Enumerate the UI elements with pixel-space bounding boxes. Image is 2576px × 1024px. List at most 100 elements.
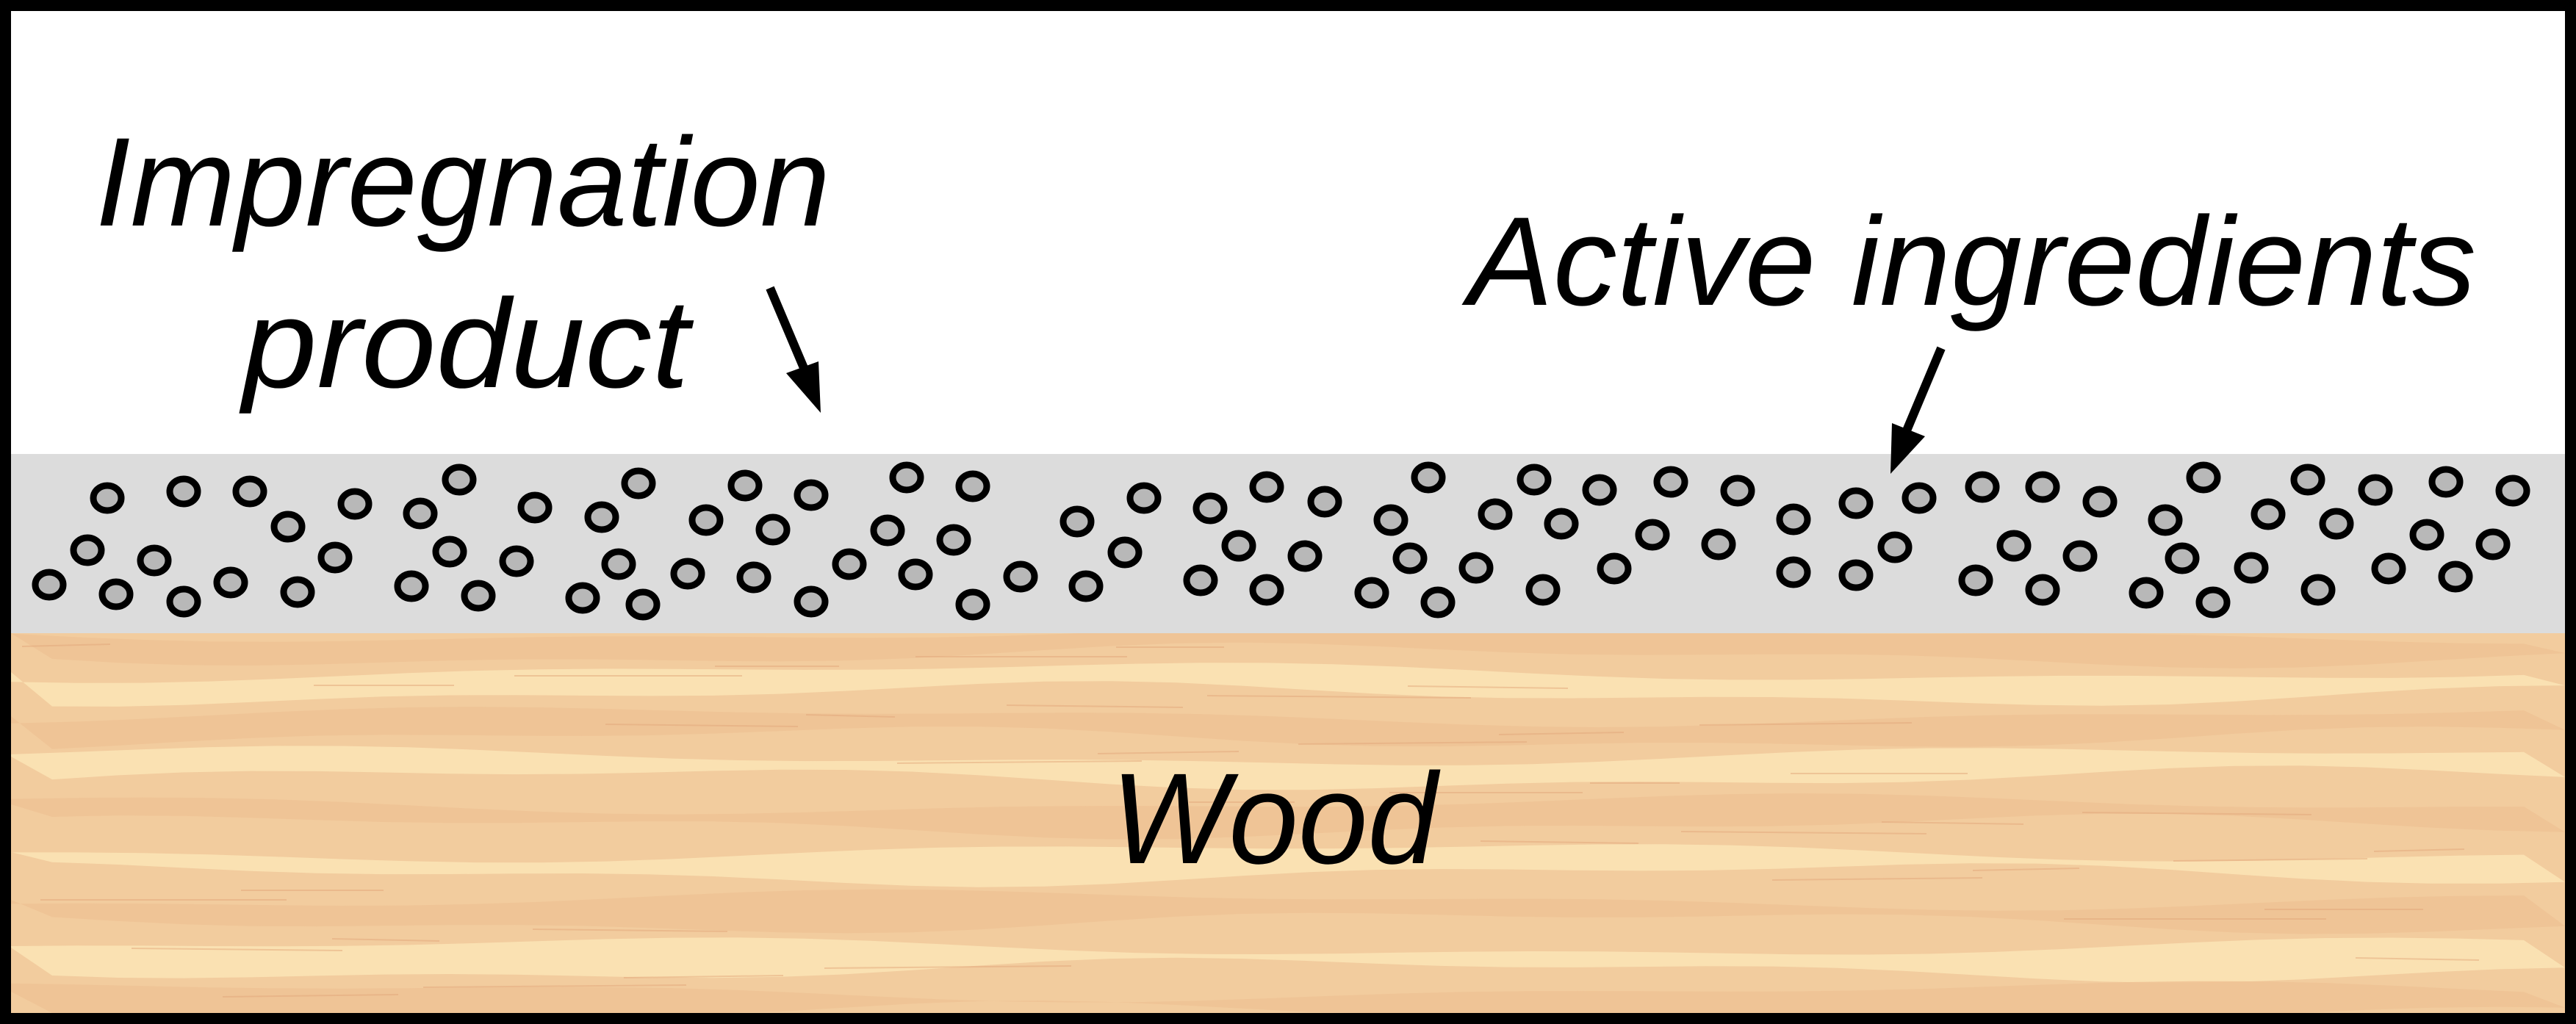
active-ingredient-particle xyxy=(2475,528,2511,560)
wood-grain-streak xyxy=(1206,695,1472,699)
active-ingredient-particle xyxy=(461,580,496,612)
active-ingredient-particle xyxy=(2234,552,2269,584)
active-ingredient-particle xyxy=(794,585,829,618)
active-ingredient-particle xyxy=(1287,540,1323,572)
wood-grain-streak xyxy=(623,975,784,978)
active-ingredient-particle xyxy=(2300,574,2336,606)
wood-grain-streak xyxy=(131,948,343,951)
arrow-head-icon xyxy=(1890,423,1925,474)
wood-grain-streak xyxy=(1407,685,1569,689)
wood-grain-lines xyxy=(21,643,2480,998)
active-ingredient-particle xyxy=(2358,474,2393,506)
wood-grain-band xyxy=(11,889,2565,934)
active-ingredient-particle xyxy=(755,513,791,546)
arrow-shaft xyxy=(766,286,813,381)
wood-grain-band xyxy=(11,793,2565,840)
active-ingredient-particle xyxy=(2025,574,2060,606)
active-ingredient-particle xyxy=(2371,552,2406,585)
wood-grain-streak xyxy=(21,643,111,647)
active-ingredient-particle xyxy=(2129,577,2164,609)
wood-grain-streak xyxy=(805,714,896,718)
wood-grain-streak xyxy=(1298,741,1528,745)
active-ingredient-particle xyxy=(232,475,267,508)
active-ingredient-particles xyxy=(32,461,2530,621)
active-ingredient-particle xyxy=(1307,486,1342,518)
active-ingredient-particle xyxy=(1003,560,1038,593)
active-ingredient-particle xyxy=(1126,482,1162,514)
active-ingredient-particle xyxy=(1958,564,1993,596)
active-ingredient-particle xyxy=(1838,487,1874,519)
wood-grain-streak xyxy=(532,929,728,932)
active-ingredients-label: Active ingredients xyxy=(1461,191,2476,332)
wood-layer xyxy=(11,622,2565,1013)
wood-grain-streak xyxy=(896,760,1143,764)
active-ingredient-particle xyxy=(1776,556,1811,588)
active-ingredient-particle xyxy=(832,548,867,580)
arrow-shaft xyxy=(1899,346,1946,441)
active-ingredient-particle xyxy=(1458,552,1494,584)
active-ingredient-particle xyxy=(625,588,661,621)
active-ingredient-particle xyxy=(1635,519,1670,551)
active-ingredient-particle xyxy=(2495,475,2530,507)
active-ingredient-particle xyxy=(1653,466,1688,498)
wood-grain-band xyxy=(11,746,2565,790)
active-ingredient-particle xyxy=(1059,505,1095,538)
active-ingredient-particle xyxy=(394,570,429,602)
wood-grain-streak xyxy=(1498,732,1625,735)
active-ingredient-particle xyxy=(432,536,467,568)
wood-grain-streak xyxy=(2082,812,2312,815)
active-ingredient-particle xyxy=(794,479,829,511)
wood-grain-streak xyxy=(1881,821,2024,825)
wood-grain-streak xyxy=(422,984,687,988)
active-ingredient-particle xyxy=(601,548,636,580)
active-ingredient-particle xyxy=(736,561,771,594)
active-ingredient-particle xyxy=(1965,471,2000,503)
arrow-impregnation-product xyxy=(766,286,821,413)
active-ingredient-particle xyxy=(727,469,763,502)
wood-grain-streak xyxy=(605,724,799,727)
active-ingredient-particle xyxy=(621,467,656,500)
active-ingredient-particle xyxy=(955,470,990,502)
active-ingredient-particle xyxy=(2165,542,2200,574)
active-ingredient-particle xyxy=(688,504,724,536)
active-ingredient-particle xyxy=(280,576,315,608)
active-ingredient-particle xyxy=(2251,498,2286,530)
active-ingredient-particle xyxy=(1192,492,1228,524)
wood-grain-streak xyxy=(1699,722,1913,726)
wood-grain-streak xyxy=(2373,848,2465,852)
active-ingredient-particle xyxy=(137,544,172,577)
active-ingredient-particle xyxy=(1525,574,1561,606)
wood-grain-streak xyxy=(1972,868,2080,871)
active-ingredient-particle xyxy=(1249,471,1284,503)
active-ingredient-particle xyxy=(499,545,534,577)
active-ingredient-particle xyxy=(1582,474,1617,506)
wood-grain-band xyxy=(11,844,2565,887)
wood-grain-streak xyxy=(1480,840,1639,844)
active-ingredient-particle xyxy=(90,482,125,514)
active-ingredient-particle xyxy=(2290,464,2325,496)
active-ingredient-particle xyxy=(1183,564,1218,596)
active-ingredient-particle xyxy=(1544,508,1579,540)
active-ingredient-particle xyxy=(1373,504,1408,536)
active-ingredient-particle xyxy=(403,497,438,530)
active-ingredient-particle xyxy=(166,475,201,508)
active-ingredient-particle xyxy=(70,534,105,566)
active-ingredient-particle xyxy=(1478,498,1513,530)
active-ingredient-particle xyxy=(166,585,201,618)
active-ingredient-particle xyxy=(317,541,353,574)
active-ingredient-particle xyxy=(1597,552,1632,585)
wood-grain-streak xyxy=(331,938,440,942)
arrow-head-icon xyxy=(786,361,821,413)
active-ingredient-particle xyxy=(565,582,600,614)
active-ingredient-particle xyxy=(870,514,905,547)
active-ingredient-particle xyxy=(1838,559,1874,591)
active-ingredient-particle xyxy=(2062,540,2098,572)
active-ingredient-particle xyxy=(898,558,933,591)
active-ingredient-particle xyxy=(670,558,705,590)
active-ingredient-particle xyxy=(442,464,477,496)
active-ingredient-particle xyxy=(2025,471,2060,503)
active-ingredient-particle xyxy=(1107,536,1143,569)
active-ingredient-particle xyxy=(213,566,248,599)
active-ingredient-particle xyxy=(1354,577,1389,609)
